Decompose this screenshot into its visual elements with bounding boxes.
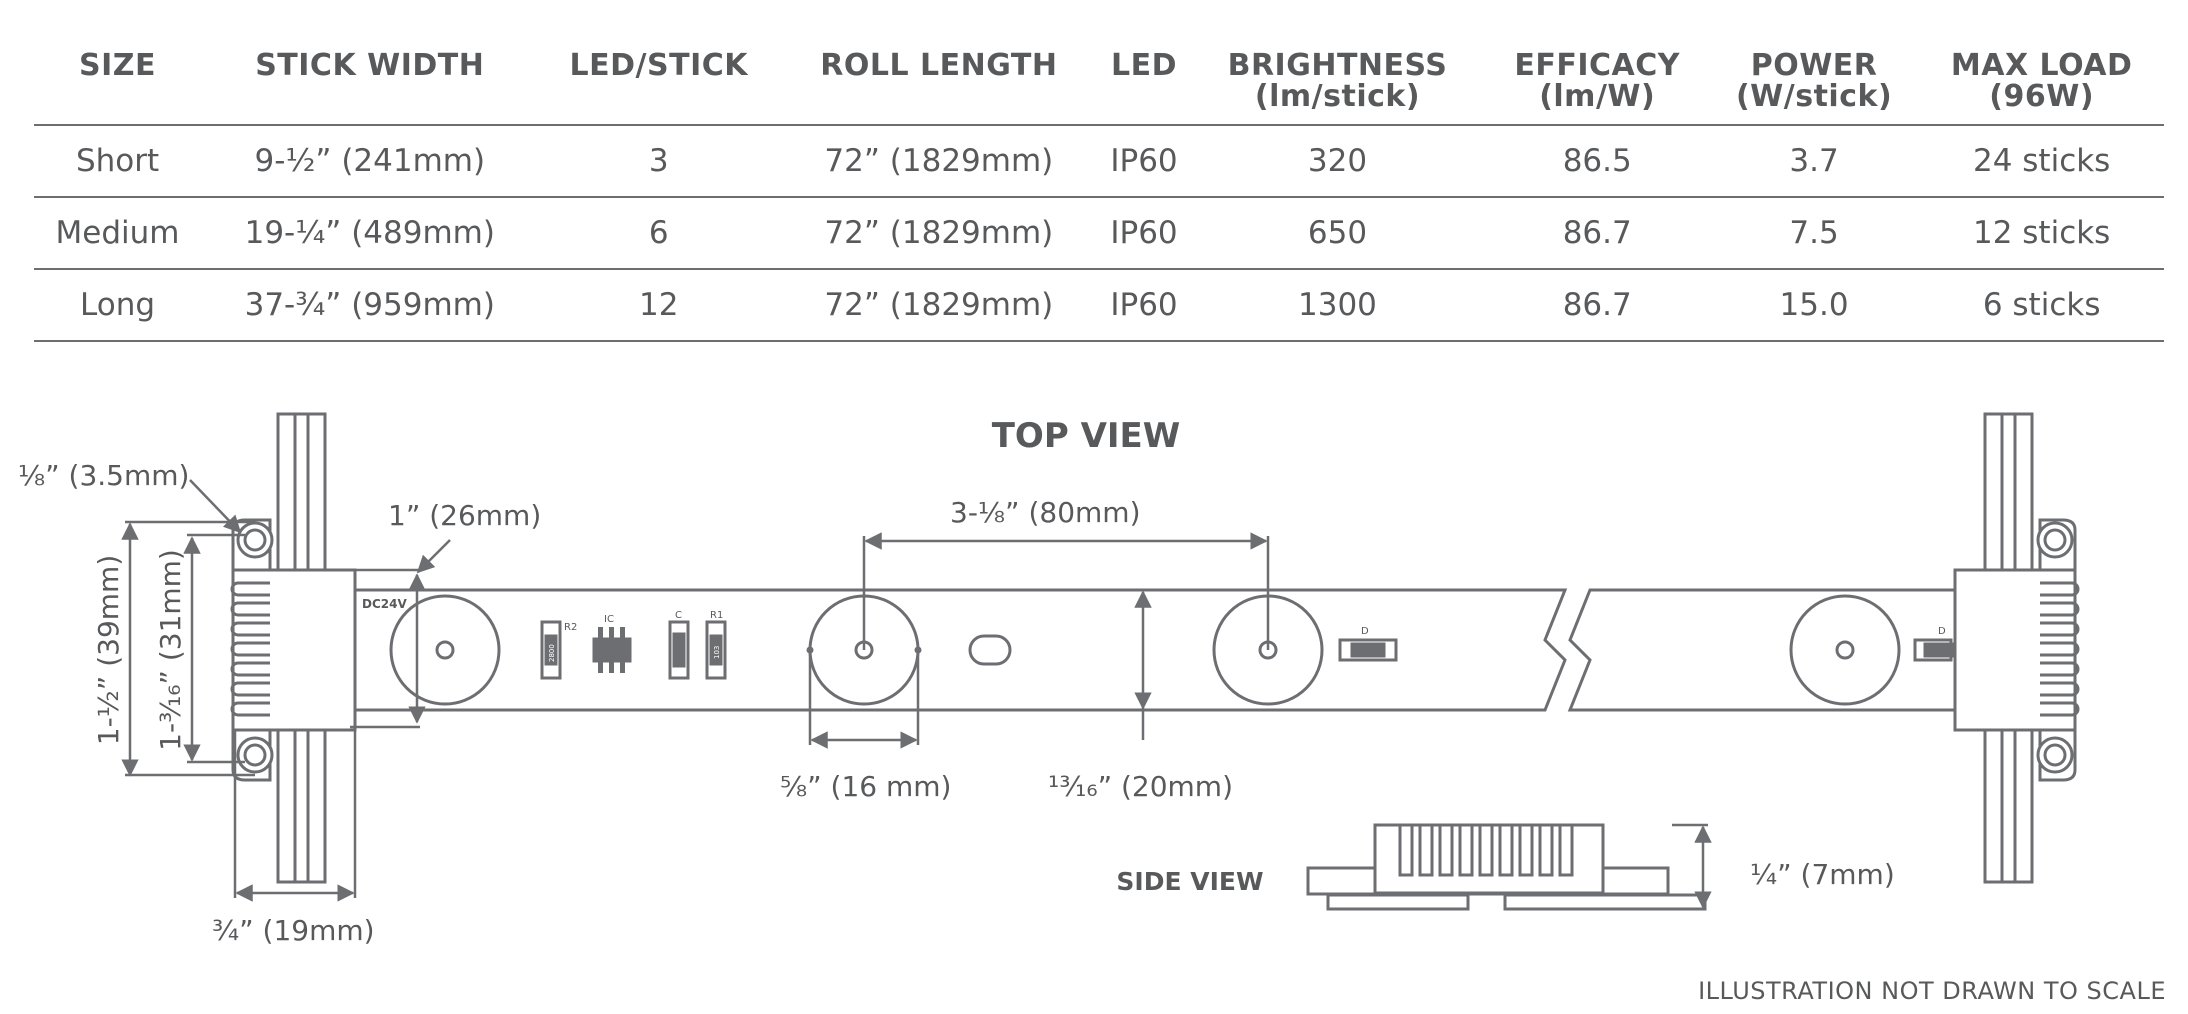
label-d2: D	[1938, 626, 1946, 637]
column-header-line: (lm/W)	[1539, 79, 1656, 114]
table-cell: IP60	[1098, 197, 1190, 270]
ic-chip	[592, 627, 632, 673]
capacitor-c	[668, 620, 690, 680]
dimension-lines	[121, 479, 1712, 909]
table-cell: Medium	[34, 197, 202, 270]
table-cell: 3.7	[1708, 125, 1920, 198]
table-cell: 12	[538, 269, 780, 342]
right-connector-fins	[2040, 581, 2080, 717]
dim-outer-height: 1-½” (39mm)	[92, 555, 125, 746]
column-header-line: LED	[1111, 48, 1178, 83]
table-cell: 1300	[1189, 269, 1486, 342]
column-header: LED	[1099, 40, 1190, 125]
column-header: POWER(W/stick)	[1709, 40, 1920, 125]
header-row: SIZE STICK WIDTH LED/STICK ROLL LENGTH LED BR…	[34, 40, 2164, 125]
diode-d1	[1338, 638, 1398, 662]
column-header-line: LED/STICK	[569, 48, 748, 83]
led-4	[1789, 594, 1901, 706]
column-header-line: (lm/stick)	[1254, 79, 1421, 114]
resistor-r2	[540, 620, 562, 680]
spec-table: SIZE STICK WIDTH LED/STICK ROLL LENGTH LED BR…	[34, 40, 2164, 342]
dim-board-height: ¹³⁄₁₆” (20mm)	[1048, 770, 1233, 803]
column-header-line: SIZE	[79, 48, 157, 83]
dim-connector-width: ¾” (19mm)	[212, 914, 375, 947]
column-header: STICK WIDTH	[201, 40, 538, 125]
dim-thickness: ¼” (7mm)	[1750, 858, 1895, 891]
top-view-title: TOP VIEW	[992, 416, 1181, 456]
table-cell: 86.7	[1485, 269, 1709, 342]
side-view-title: SIDE VIEW	[1116, 867, 1263, 896]
column-header: BRIGHTNESS(lm/stick)	[1189, 40, 1485, 125]
dim-strip-height: 1” (26mm)	[388, 499, 541, 532]
dim-led-pitch: 3-⅛” (80mm)	[950, 496, 1141, 529]
table-cell: 24 sticks	[1919, 125, 2164, 198]
table-cell: 320	[1189, 125, 1486, 198]
column-header-line: POWER	[1750, 48, 1878, 83]
table-cell: 86.7	[1485, 197, 1709, 270]
r2-value: 2800	[548, 644, 556, 662]
table-cell: Long	[34, 269, 202, 342]
table-cell: 6	[538, 197, 780, 270]
column-header-line: BRIGHTNESS	[1227, 48, 1448, 83]
table-header: SIZE STICK WIDTH LED/STICK ROLL LENGTH LED BR…	[34, 40, 2164, 125]
dim-hole: ⅛” (3.5mm)	[18, 459, 189, 492]
column-header: LED/STICK	[539, 40, 780, 125]
side-view	[1306, 823, 1707, 911]
table-cell: IP60	[1098, 269, 1190, 342]
column-header: ROLL LENGTH	[779, 40, 1099, 125]
right-connector	[1953, 412, 2080, 884]
r1-value: 103	[713, 646, 721, 659]
table-cell: 650	[1189, 197, 1486, 270]
table-cell: 72” (1829mm)	[779, 125, 1099, 198]
resistor-r1	[705, 620, 727, 680]
label-d1: D	[1361, 626, 1369, 637]
left-connector-fins	[230, 581, 270, 717]
table-cell: 9-½” (241mm)	[201, 125, 539, 198]
column-header: SIZE	[34, 40, 201, 125]
column-header: EFFICACY(lm/W)	[1486, 40, 1709, 125]
dim-inner-height: 1-³⁄₁₆” (31mm)	[154, 549, 187, 751]
oval-pad	[968, 634, 1012, 666]
column-header-line: MAX LOAD	[1950, 48, 2133, 83]
table-cell: 72” (1829mm)	[779, 269, 1099, 342]
column-header-line: (96W)	[1989, 79, 2095, 114]
label-c: C	[675, 610, 682, 621]
table-cell: 15.0	[1708, 269, 1920, 342]
table-cell: 6 sticks	[1919, 269, 2164, 342]
table-cell: 7.5	[1708, 197, 1920, 270]
column-header-line: EFFICACY	[1514, 48, 1681, 83]
scale-note: ILLUSTRATION NOT DRAWN TO SCALE	[1698, 977, 2166, 1005]
table-cell: 3	[538, 125, 780, 198]
column-header: MAX LOAD(96W)	[1919, 40, 2164, 125]
column-header-line: STICK WIDTH	[255, 48, 485, 83]
left-connector	[230, 412, 357, 884]
column-header-line: ROLL LENGTH	[820, 48, 1058, 83]
table-cell: IP60	[1098, 125, 1190, 198]
label-r1: R1	[710, 610, 723, 621]
voltage-label: DC24V	[362, 597, 407, 611]
column-header-line: (W/stick)	[1735, 79, 1893, 114]
table-cell: Short	[34, 125, 202, 198]
table-cell: 19-¼” (489mm)	[201, 197, 539, 270]
table-cell: 37-¾” (959mm)	[201, 269, 539, 342]
led-1	[389, 594, 501, 706]
led-strip-board	[353, 588, 1964, 712]
table-cell: 72” (1829mm)	[779, 197, 1099, 270]
table-cell: 12 sticks	[1919, 197, 2164, 270]
dim-led-diameter: ⅝” (16 mm)	[780, 770, 951, 803]
diode-d2	[1913, 638, 1957, 662]
label-ic: IC	[604, 614, 614, 625]
label-r2: R2	[564, 622, 577, 633]
table-cell: 86.5	[1485, 125, 1709, 198]
